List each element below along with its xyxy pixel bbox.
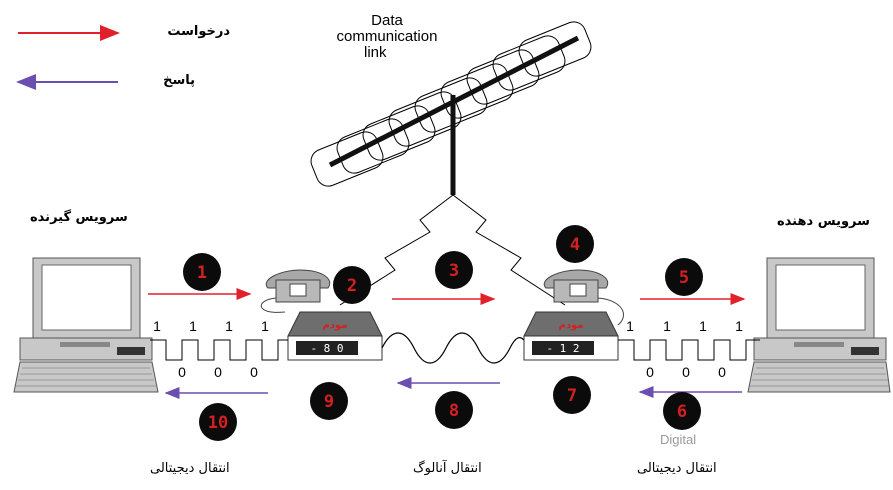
svg-text:10: 10 [208,413,228,433]
left-digital-signal [150,339,288,361]
link-label-line3: link [364,44,387,61]
step-badge-4: 4 [556,225,594,263]
left-bit-3: 1 [225,318,233,334]
link-wire-left [339,194,454,306]
left-bit-1: 1 [153,318,161,334]
bottom-label-middle: انتقال آنالوگ [413,461,482,476]
svg-text:1: 1 [197,263,207,283]
right-modem-label: مودم [559,320,584,331]
right-modem-display: - 1 2 [546,342,579,355]
bottom-label-right: انتقال دیجیتالی [637,461,717,476]
step-badge-3: 3 [435,251,473,289]
right-bit-2: 1 [663,318,671,334]
left-telephone-icon [260,269,331,313]
step-badge-2: 2 [333,266,371,304]
link-wire-right [452,194,566,306]
right-bit-6: 0 [682,364,690,380]
right-modem: مودم - 1 2 [523,311,619,361]
client-computer [13,257,159,393]
analog-signal-wave [381,332,525,364]
step-badge-1: 1 [183,253,221,291]
step-badge-5: 5 [665,258,703,296]
right-telephone-icon [543,269,624,326]
step-badge-7: 7 [553,376,591,414]
client-label: سرویس گیرنده [30,210,128,225]
bottom-label-left: انتقال دیجیتالی [150,461,230,476]
svg-text:3: 3 [449,261,459,281]
right-bit-3: 1 [699,318,707,334]
step-badge-10: 10 [199,403,237,441]
left-bit-6: 0 [214,364,222,380]
svg-text:6: 6 [677,402,687,422]
left-modem-display: - 8 0 [310,342,343,355]
legend-request-label: درخواست [167,24,230,39]
svg-text:9: 9 [324,392,334,412]
left-bit-5: 0 [178,364,186,380]
right-bit-1: 1 [626,318,634,334]
legend-response-label: پاسخ [163,73,195,88]
communication-link-coil [310,21,592,187]
svg-text:8: 8 [449,401,459,421]
link-label-line1: Data [371,12,403,29]
left-modem: مودم - 8 0 [287,311,383,361]
right-bit-5: 0 [646,364,654,380]
left-modem-label: مودم [323,320,348,331]
left-bit-7: 0 [250,364,258,380]
faded-digital-text: Digital [660,432,696,447]
step-badge-9: 9 [310,382,348,420]
right-bit-4: 1 [735,318,743,334]
left-bit-2: 1 [189,318,197,334]
link-label: Data communication link [312,13,462,61]
step-badge-8: 8 [435,391,473,429]
server-computer [747,257,891,393]
step-badge-6: 6 [663,392,701,430]
server-label: سرویس دهنده [777,214,870,229]
svg-text:4: 4 [570,235,580,255]
right-digital-signal [618,339,760,361]
right-bit-7: 0 [718,364,726,380]
svg-text:2: 2 [347,276,357,296]
link-label-line2: communication [336,28,438,45]
left-bit-4: 1 [261,318,269,334]
svg-text:7: 7 [567,386,577,406]
svg-text:5: 5 [679,268,689,288]
